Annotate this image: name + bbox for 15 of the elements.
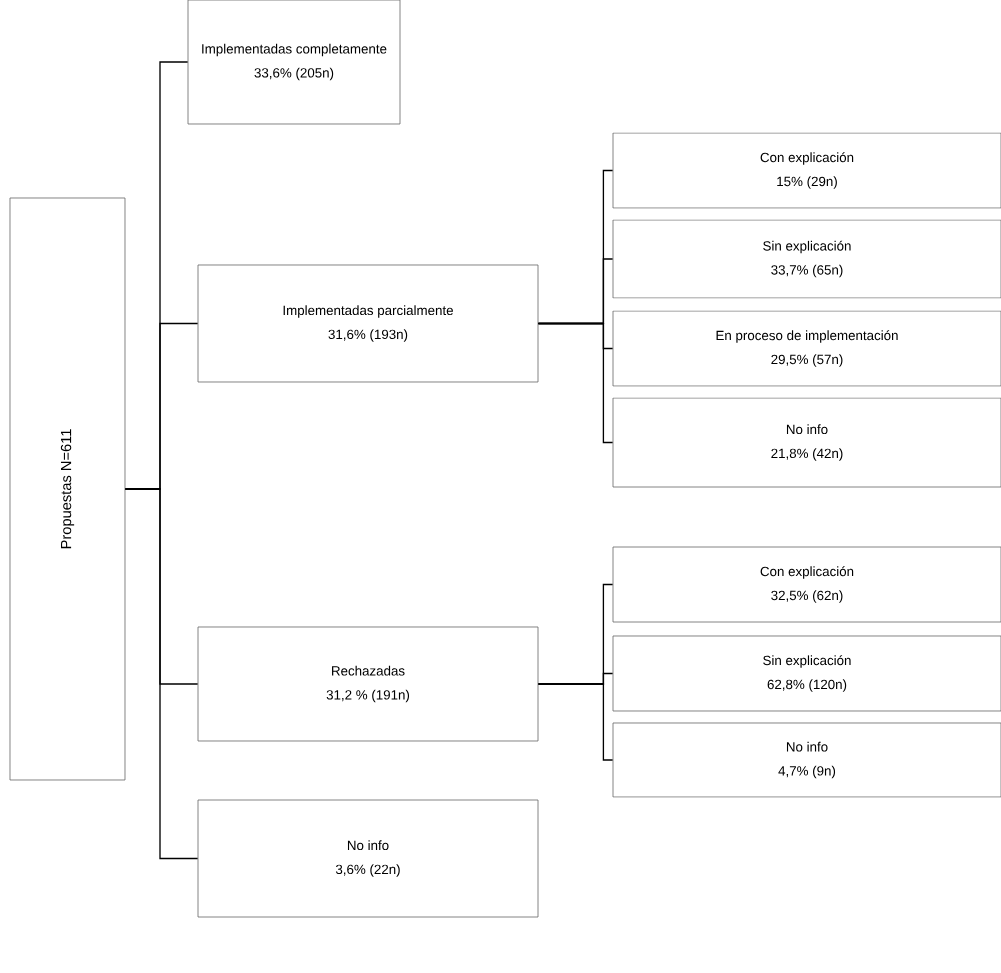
- category-box: No info 3,6% (22n): [197, 799, 539, 918]
- category-box: En proceso de implementación 29,5% (57n): [612, 310, 1001, 387]
- category-box: No info 4,7% (9n): [612, 722, 1001, 798]
- connector-line: [124, 488, 199, 860]
- category-box: Con explicación 32,5% (62n): [612, 546, 1001, 623]
- category-box: Con explicación 15% (29n): [612, 132, 1001, 209]
- category-box: Sin explicación 62,8% (120n): [612, 635, 1001, 712]
- category-box: No info 21,8% (42n): [612, 397, 1001, 488]
- connector-line: [537, 683, 614, 761]
- category-box: Rechazadas 31,2 % (191n): [197, 626, 539, 742]
- category-box: Sin explicación 33,7% (65n): [612, 219, 1001, 299]
- connector-line: [537, 322, 614, 444]
- category-box: Propuestas N=611: [9, 197, 126, 781]
- category-box: Implementadas parcialmente 31,6% (193n): [197, 264, 539, 383]
- category-box: Implementadas completamente 33,6% (205n): [187, 0, 401, 125]
